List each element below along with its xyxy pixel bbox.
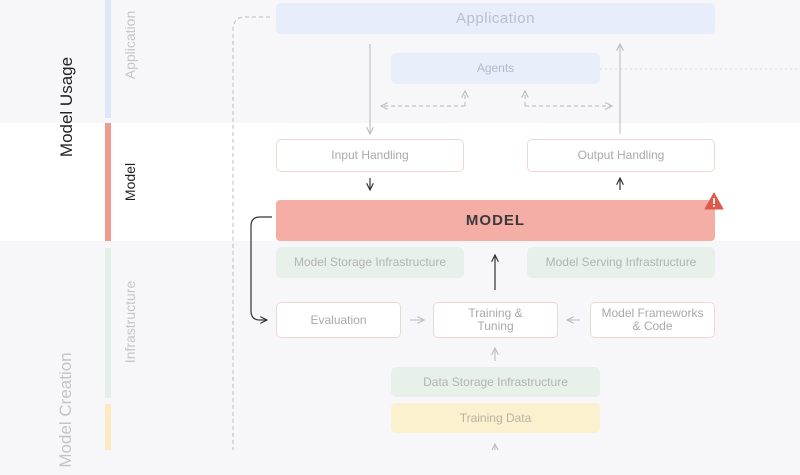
training-tuning-line1: Training & [468, 306, 523, 320]
training-tuning-line2: Tuning [477, 319, 514, 333]
data-layer-bar [105, 404, 111, 450]
agents-box: Agents [391, 53, 600, 84]
evaluation-box: Evaluation [276, 302, 401, 338]
application-layer-bar [105, 0, 111, 118]
input-handling-box: Input Handling [276, 139, 464, 172]
training-tuning-box: Training & Tuning [433, 302, 558, 338]
model-frameworks-line1: Model Frameworks [601, 306, 704, 320]
model-frameworks-code-box: Model Frameworks & Code [590, 302, 715, 338]
model-box: MODEL [276, 200, 715, 241]
application-box: Application [276, 3, 715, 34]
data-storage-infrastructure-box: Data Storage Infrastructure [391, 367, 600, 397]
output-handling-box: Output Handling [527, 139, 715, 172]
model-frameworks-line2: & Code [632, 319, 673, 333]
model-serving-infrastructure-box: Model Serving Infrastructure [527, 247, 715, 278]
model-layer-bar [105, 123, 111, 241]
connector-arrows [232, 16, 800, 450]
training-data-box: Training Data [391, 403, 600, 433]
infrastructure-layer-bar [105, 248, 111, 398]
warning-triangle-icon [704, 192, 724, 210]
model-storage-infrastructure-box: Model Storage Infrastructure [276, 247, 464, 278]
